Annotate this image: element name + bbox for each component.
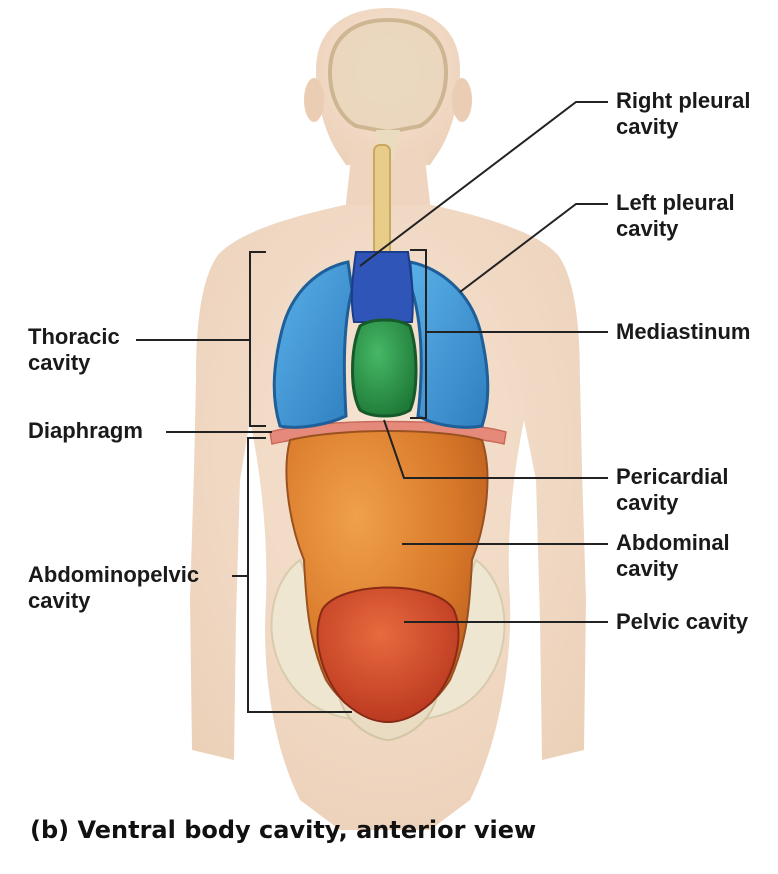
pericardial-cavity (351, 318, 418, 418)
label-mediastinum: Mediastinum (616, 319, 750, 345)
label-left-pleural-cavity: Left pleural cavity (616, 190, 735, 242)
label-line: Pericardial (616, 464, 729, 489)
label-line: cavity (616, 114, 679, 139)
leader-left-pleural (459, 203, 608, 293)
caption-text: Ventral body cavity, anterior view (77, 816, 537, 844)
label-abdominal-cavity: Abdominal cavity (616, 530, 730, 582)
label-line: Abdominal (616, 530, 730, 555)
leader-lines (136, 101, 608, 623)
figure-caption: (b) Ventral body cavity, anterior view (30, 816, 536, 844)
caption-tag: (b) (30, 816, 70, 844)
spinal-cord (373, 144, 391, 261)
label-line: Mediastinum (616, 319, 751, 344)
right-pleural-cavity (272, 260, 354, 429)
label-line: cavity (28, 588, 91, 613)
label-line: cavity (28, 350, 91, 375)
label-line: cavity (616, 490, 679, 515)
label-diaphragm: Diaphragm (28, 418, 143, 444)
label-abdominopelvic-cavity: Abdominopelvic cavity (28, 562, 199, 614)
label-line: Pelvic cavity (616, 609, 749, 634)
label-thoracic-cavity: Thoracic cavity (28, 324, 120, 376)
left-pleural-cavity (408, 260, 490, 429)
leader-right-pleural (359, 101, 608, 267)
label-line: Left pleural (616, 190, 735, 215)
mediastinum (350, 251, 414, 323)
label-line: cavity (616, 556, 679, 581)
label-pelvic-cavity: Pelvic cavity (616, 609, 748, 635)
label-right-pleural-cavity: Right pleural cavity (616, 88, 750, 140)
label-pericardial-cavity: Pericardial cavity (616, 464, 729, 516)
brain-outline (327, 17, 449, 160)
mediastinum-bracket (410, 249, 427, 419)
label-line: Right pleural (616, 88, 751, 113)
label-line: cavity (616, 216, 679, 241)
leader-pericardial (383, 419, 608, 479)
label-line: Diaphragm (28, 418, 143, 443)
label-line: Abdominopelvic (28, 562, 200, 587)
label-line: Thoracic (28, 324, 120, 349)
